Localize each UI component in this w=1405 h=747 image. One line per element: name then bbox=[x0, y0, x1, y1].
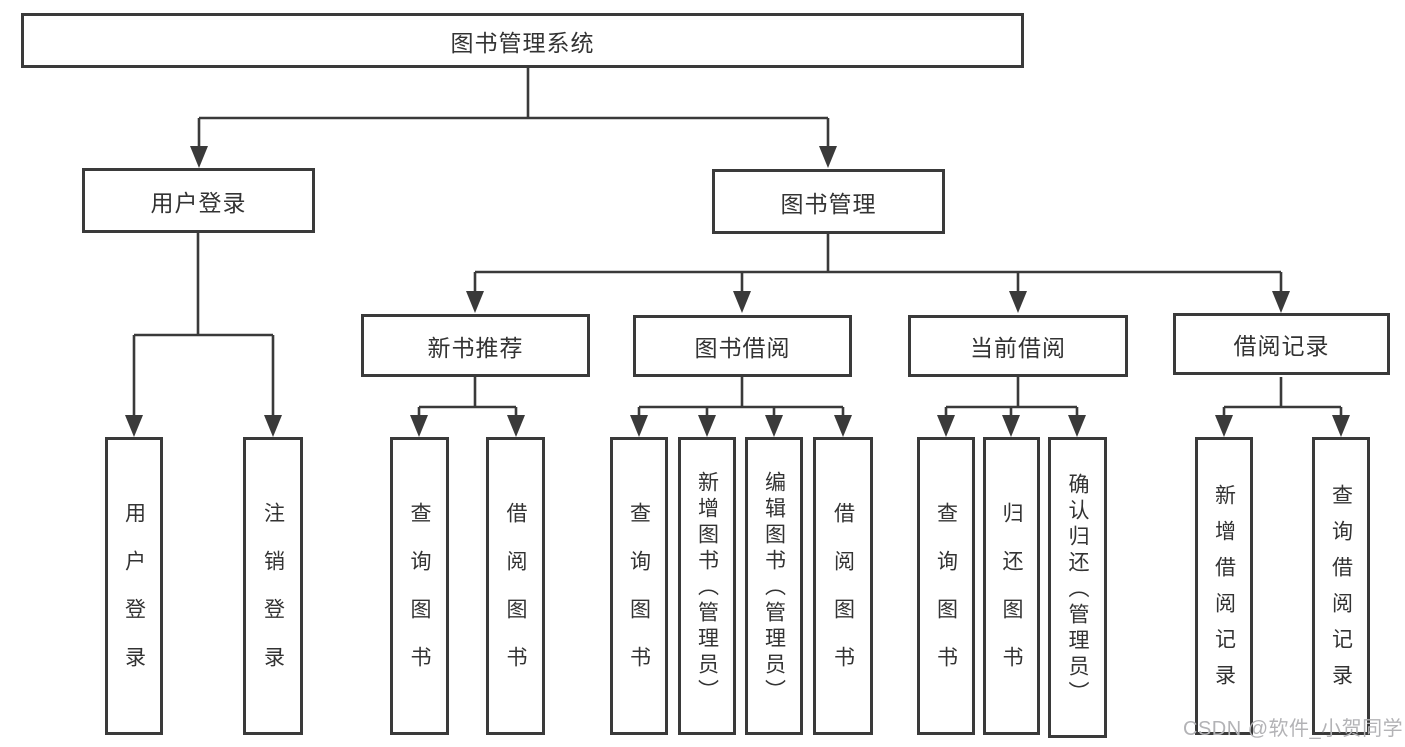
arrowhead bbox=[1332, 415, 1350, 437]
leaf-rec-query-books: 查询图书 bbox=[390, 437, 449, 735]
leaf-rec-borrow-books-label: 借阅图书 bbox=[504, 502, 527, 694]
arrowhead bbox=[1068, 415, 1086, 437]
arrowhead bbox=[466, 291, 484, 313]
leaf-borrow-query-books: 查询图书 bbox=[610, 437, 668, 735]
leaf-current-query-books: 查询图书 bbox=[917, 437, 975, 735]
node-current-borrowing-label: 当前借阅 bbox=[970, 335, 1066, 361]
leaf-edit-books-admin-label: 编辑图书（管理员） bbox=[762, 471, 786, 705]
arrowhead bbox=[630, 415, 648, 437]
csdn-watermark: CSDN @软件_小贺同学 bbox=[1183, 718, 1404, 740]
leaf-return-books-label: 归还图书 bbox=[1000, 502, 1023, 694]
node-root: 图书管理系统 bbox=[21, 13, 1024, 68]
edge-mgmt-to-level3 bbox=[473, 234, 1283, 309]
leaf-current-query-books-label: 查询图书 bbox=[934, 502, 958, 694]
node-current-borrowing: 当前借阅 bbox=[908, 315, 1128, 377]
leaf-confirm-return-admin-label: 确认归还（管理员） bbox=[1066, 472, 1089, 707]
arrowhead bbox=[507, 415, 525, 437]
leaf-confirm-return-admin: 确认归还（管理员） bbox=[1048, 437, 1107, 738]
arrowhead bbox=[733, 291, 751, 313]
leaf-rec-borrow-books: 借阅图书 bbox=[486, 437, 545, 735]
arrowhead bbox=[698, 415, 716, 437]
leaf-user-login: 用户登录 bbox=[105, 437, 163, 735]
leaf-add-borrow-record: 新增借阅记录 bbox=[1195, 437, 1253, 735]
arrowhead bbox=[410, 415, 428, 437]
leaf-logout-label: 注销登录 bbox=[261, 502, 285, 694]
node-borrowing-records: 借阅记录 bbox=[1173, 313, 1390, 375]
arrowheads bbox=[125, 146, 1350, 437]
node-book-borrowing: 图书借阅 bbox=[633, 315, 852, 377]
arrowhead bbox=[264, 415, 282, 437]
node-user-login: 用户登录 bbox=[82, 168, 315, 233]
edge-root-to-level2 bbox=[197, 68, 830, 164]
leaf-query-borrow-record: 查询借阅记录 bbox=[1312, 437, 1370, 735]
node-book-management: 图书管理 bbox=[712, 169, 945, 234]
node-book-management-label: 图书管理 bbox=[780, 190, 877, 217]
node-root-label: 图书管理系统 bbox=[450, 29, 595, 56]
leaf-logout: 注销登录 bbox=[243, 437, 303, 735]
arrowhead bbox=[834, 415, 852, 437]
edge-login-to-leaves bbox=[132, 233, 275, 433]
node-new-book-recommend-label: 新书推荐 bbox=[427, 334, 524, 361]
arrowhead bbox=[765, 415, 783, 437]
arrowhead bbox=[1272, 291, 1290, 313]
leaf-add-books-admin: 新增图书（管理员） bbox=[678, 437, 736, 735]
leaf-query-borrow-record-label: 查询借阅记录 bbox=[1329, 484, 1353, 700]
edge-rec-to-leaves bbox=[417, 377, 518, 433]
node-user-login-label: 用户登录 bbox=[150, 189, 247, 216]
leaf-add-books-admin-label: 新增图书（管理员） bbox=[695, 471, 719, 705]
leaf-borrow-query-books-label: 查询图书 bbox=[627, 502, 651, 694]
arrowhead bbox=[190, 146, 208, 168]
node-borrowing-records-label: 借阅记录 bbox=[1233, 333, 1330, 359]
arrowhead bbox=[1215, 415, 1233, 437]
edge-borrow-to-leaves bbox=[637, 377, 845, 433]
leaf-return-books: 归还图书 bbox=[983, 437, 1040, 735]
arrowhead bbox=[1009, 291, 1027, 313]
arrowhead bbox=[819, 146, 837, 168]
arrowhead bbox=[937, 415, 955, 437]
edge-records-to-leaves bbox=[1222, 377, 1343, 433]
leaf-edit-books-admin: 编辑图书（管理员） bbox=[745, 437, 803, 735]
arrowhead bbox=[125, 415, 143, 437]
leaf-user-login-label: 用户登录 bbox=[122, 502, 146, 694]
arrowhead bbox=[1002, 415, 1020, 437]
leaf-rec-query-books-label: 查询图书 bbox=[408, 502, 431, 694]
node-book-borrowing-label: 图书借阅 bbox=[694, 335, 791, 361]
leaf-borrow-borrow-books: 借阅图书 bbox=[813, 437, 873, 735]
node-new-book-recommend: 新书推荐 bbox=[361, 314, 590, 377]
leaf-borrow-borrow-books-label: 借阅图书 bbox=[831, 502, 855, 694]
leaf-add-borrow-record-label: 新增借阅记录 bbox=[1212, 484, 1236, 700]
